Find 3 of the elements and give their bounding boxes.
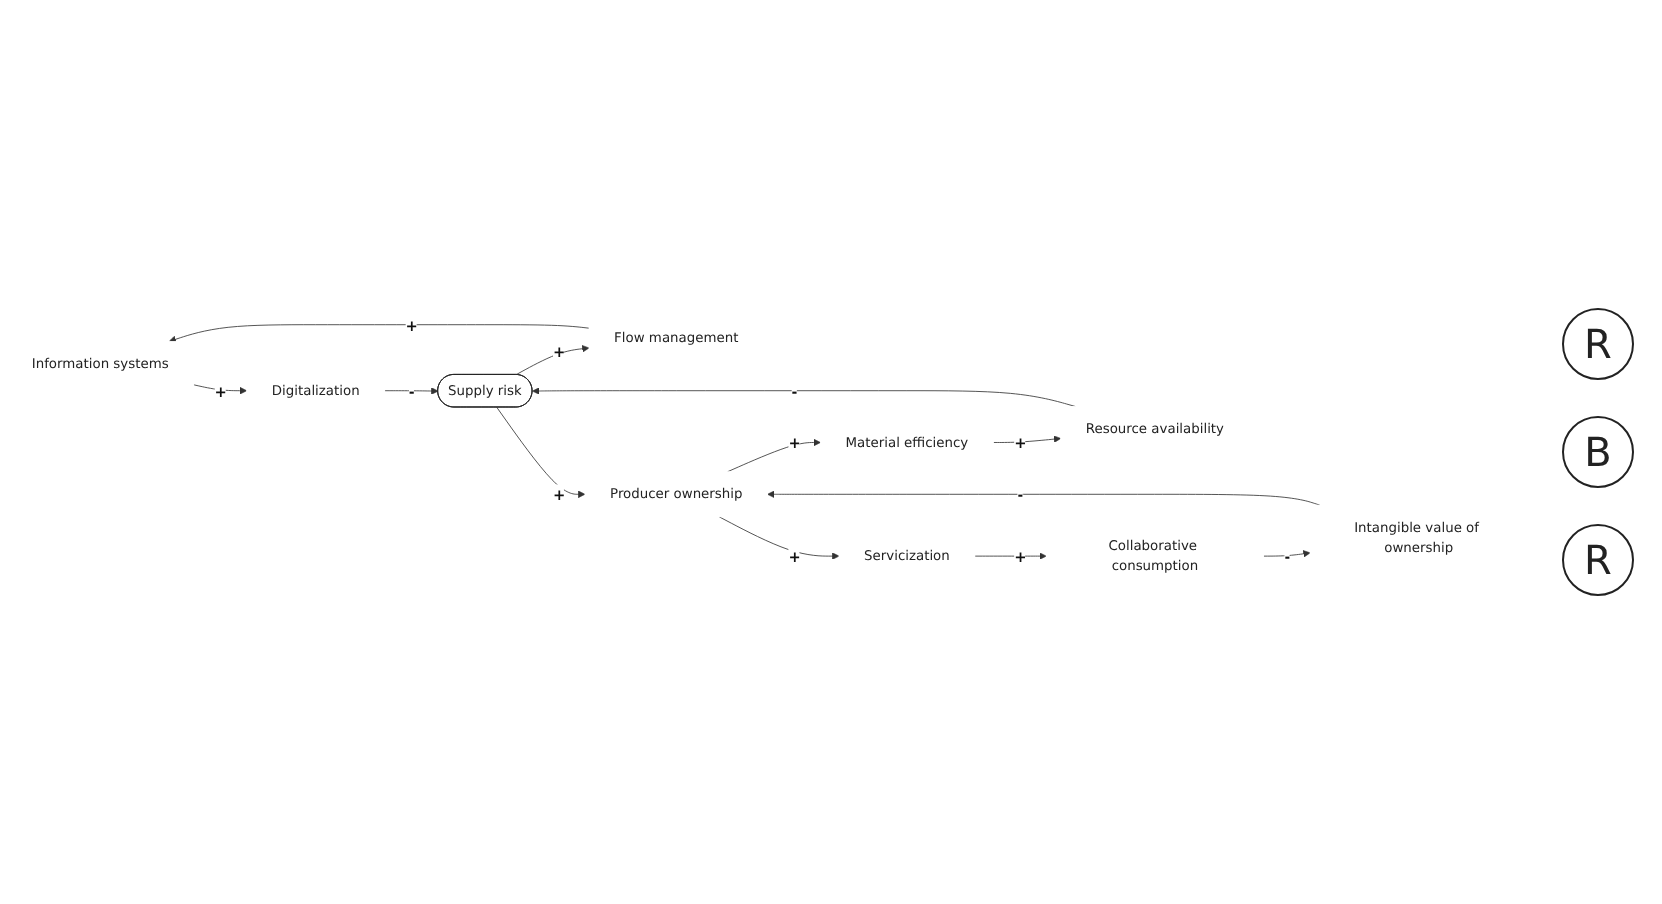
loop-marker: R — [1562, 524, 1634, 596]
loop-marker: B — [1562, 416, 1634, 488]
loop-marker: R — [1562, 308, 1634, 380]
